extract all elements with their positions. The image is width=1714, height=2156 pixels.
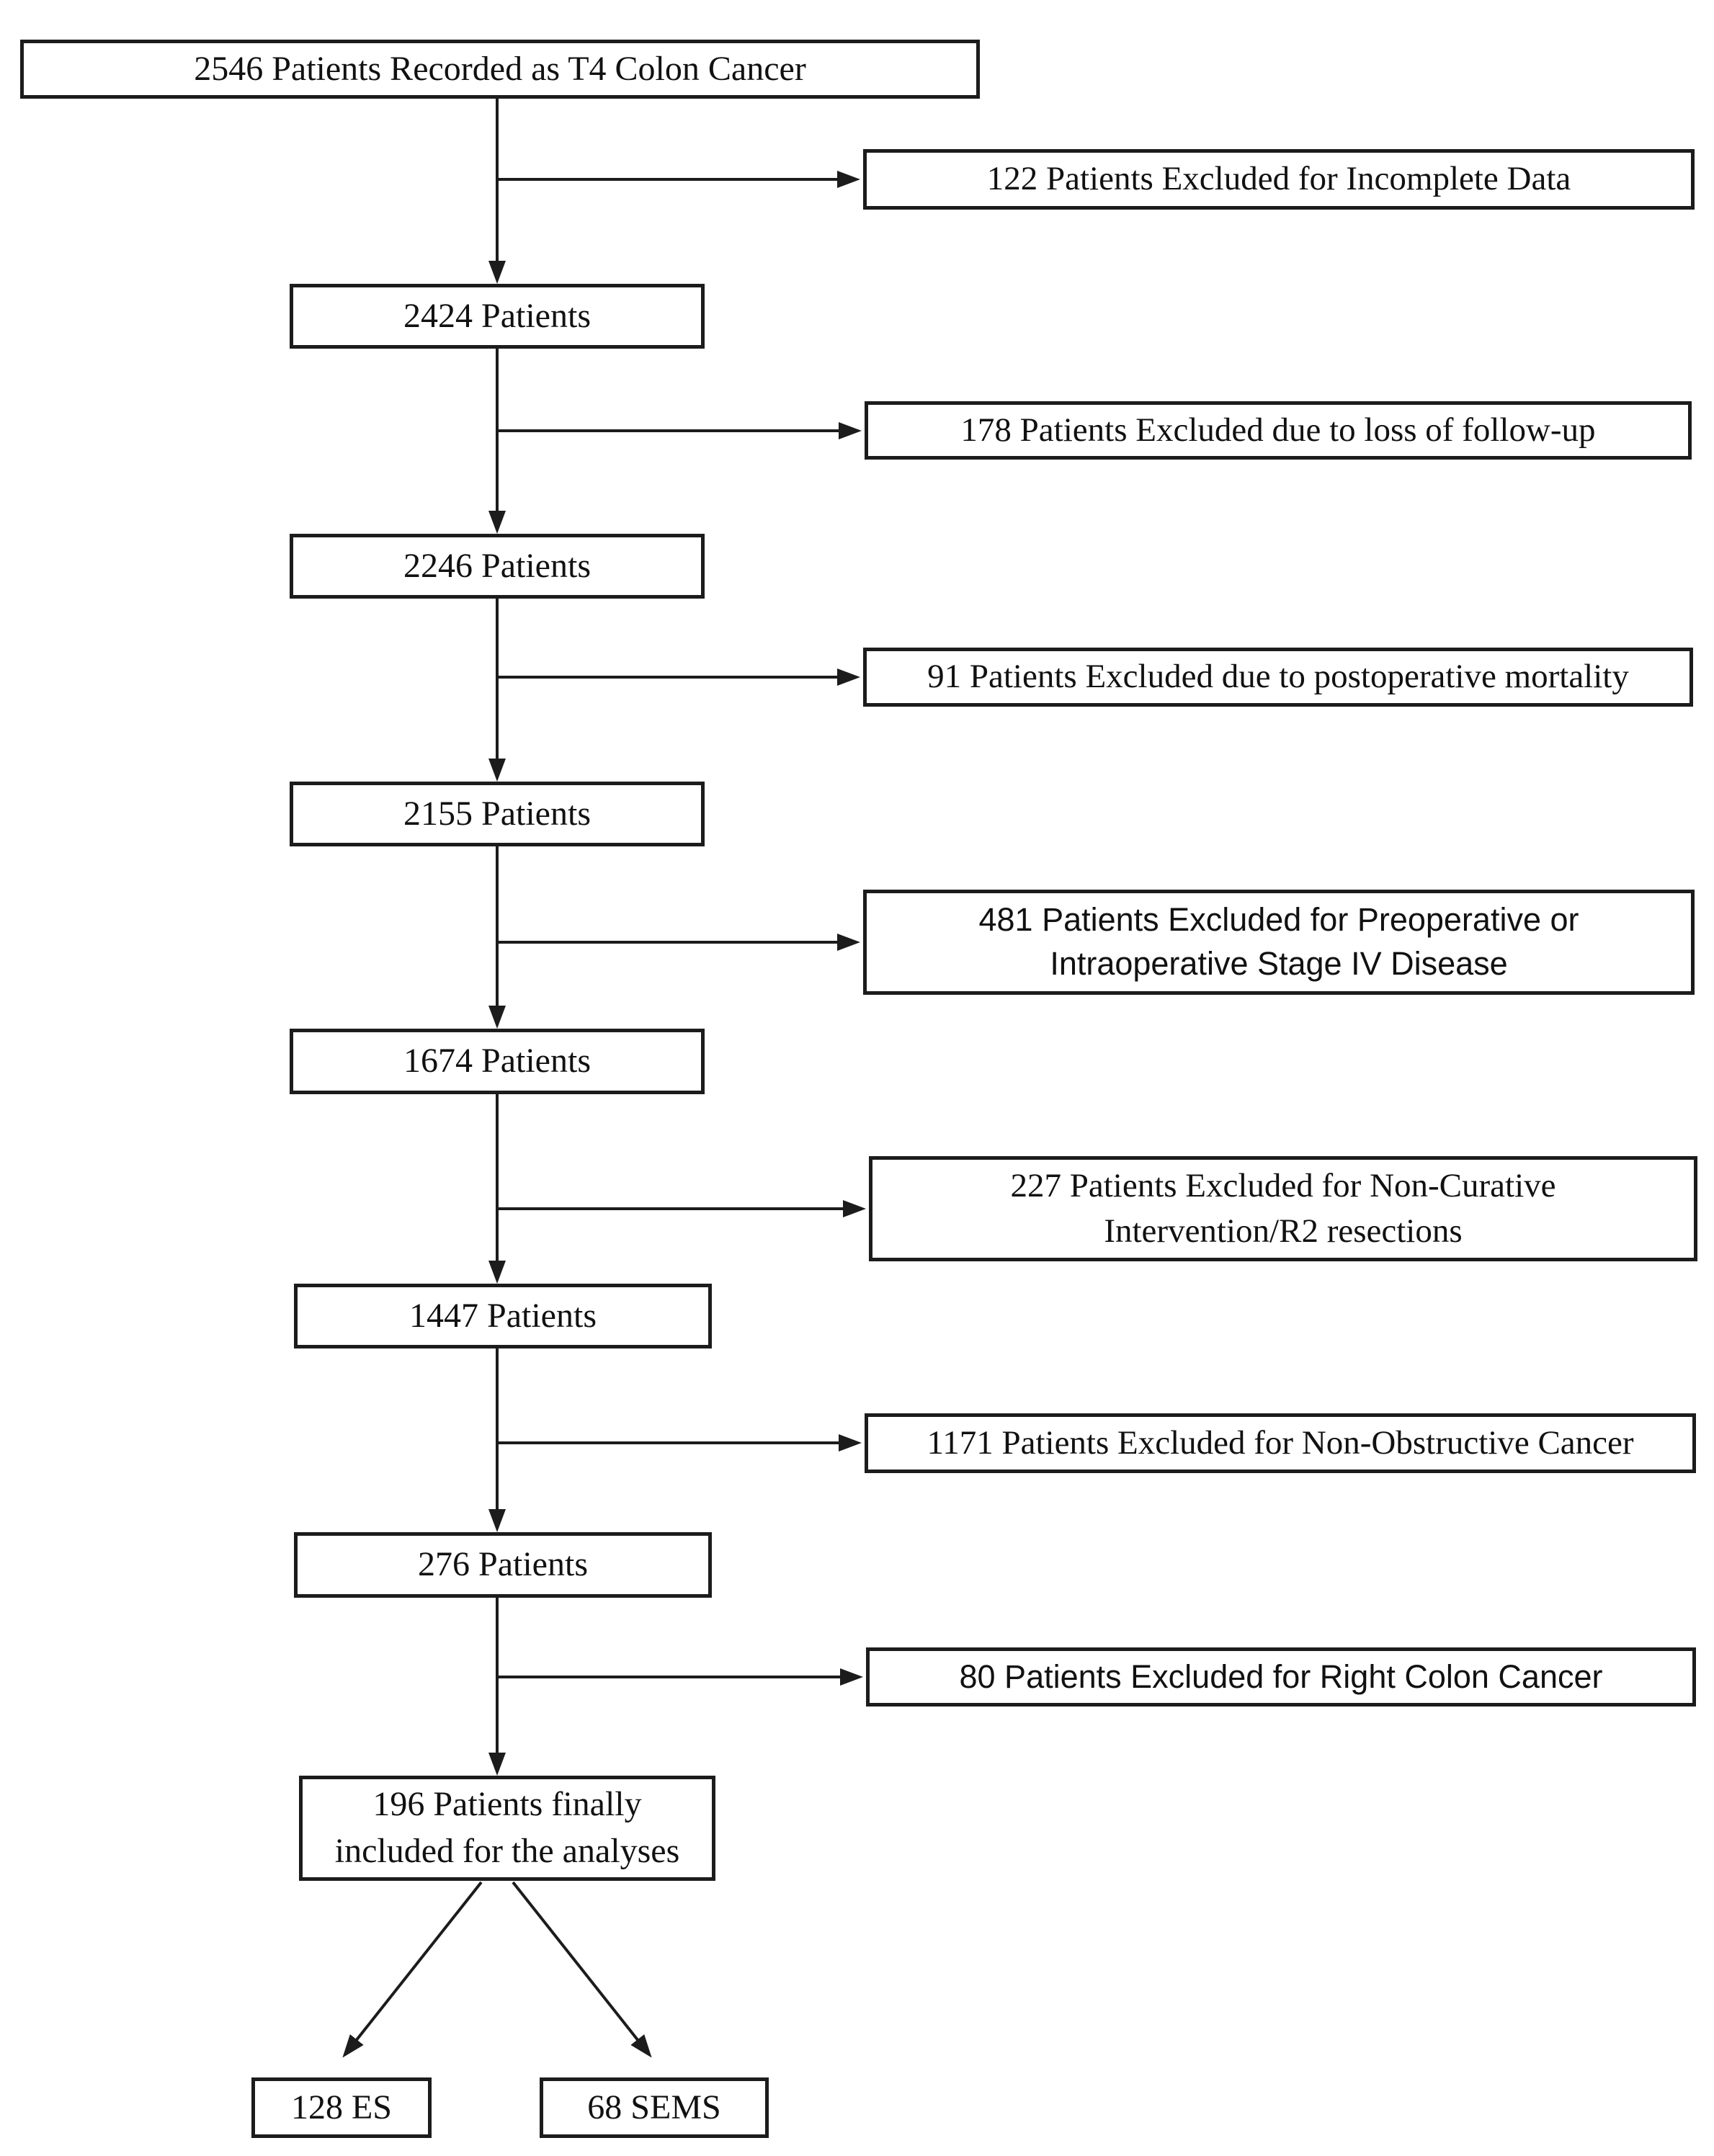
flow-box-label: 276 Patients xyxy=(418,1545,588,1584)
flow-box-2424-patients: 2424 Patients xyxy=(290,284,705,349)
exclusion-box-227-non-curative-r2: 227 Patients Excluded for Non-Curative I… xyxy=(869,1156,1697,1261)
final-box-68-sems: 68 SEMS xyxy=(540,2077,769,2138)
exclusion-label: 227 Patients Excluded for Non-Curative I… xyxy=(1010,1166,1556,1250)
flow-box-label: 196 Patients finally included for the an… xyxy=(334,1785,680,1870)
exclusion-box-91-postoperative-mortality: 91 Patients Excluded due to postoperativ… xyxy=(863,648,1693,707)
arrow-196-to-128-es xyxy=(342,1881,483,2058)
final-group-label: 128 ES xyxy=(290,2088,392,2126)
flow-box-276-patients: 276 Patients xyxy=(294,1532,712,1598)
flow-box-label: 1674 Patients xyxy=(403,1042,591,1081)
flow-box-label: 2155 Patients xyxy=(403,794,591,833)
flow-box-2546-patients: 2546 Patients Recorded as T4 Colon Cance… xyxy=(20,40,980,99)
exclusion-label: 481 Patients Excluded for Preoperative o… xyxy=(978,901,1579,982)
exclusion-label: 91 Patients Excluded due to postoperativ… xyxy=(927,658,1629,696)
flow-box-196-patients-final: 196 Patients finally included for the an… xyxy=(299,1776,715,1881)
exclusion-box-122-incomplete-data: 122 Patients Excluded for Incomplete Dat… xyxy=(863,149,1695,210)
flow-box-label: 2424 Patients xyxy=(403,296,591,335)
exclusion-box-80-right-colon: 80 Patients Excluded for Right Colon Can… xyxy=(866,1647,1696,1707)
exclusion-label: 178 Patients Excluded due to loss of fol… xyxy=(960,411,1596,449)
flow-box-2155-patients: 2155 Patients xyxy=(290,782,705,846)
exclusion-label: 1171 Patients Excluded for Non-Obstructi… xyxy=(927,1423,1634,1462)
flow-box-1674-patients: 1674 Patients xyxy=(290,1029,705,1094)
flow-box-2246-patients: 2246 Patients xyxy=(290,534,705,599)
exclusion-label: 80 Patients Excluded for Right Colon Can… xyxy=(959,1658,1603,1695)
final-group-label: 68 SEMS xyxy=(587,2088,721,2126)
exclusion-box-178-loss-follow-up: 178 Patients Excluded due to loss of fol… xyxy=(865,401,1692,460)
exclusion-box-481-stage-iv-disease: 481 Patients Excluded for Preoperative o… xyxy=(863,890,1695,995)
arrow-196-to-68-sems xyxy=(512,1881,652,2058)
final-box-128-es: 128 ES xyxy=(251,2077,432,2138)
flow-box-label: 1447 Patients xyxy=(409,1296,597,1335)
flow-box-1447-patients: 1447 Patients xyxy=(294,1284,712,1348)
exclusion-box-1171-non-obstructive: 1171 Patients Excluded for Non-Obstructi… xyxy=(865,1413,1696,1473)
flow-box-label: 2246 Patients xyxy=(403,546,591,585)
exclusion-label: 122 Patients Excluded for Incomplete Dat… xyxy=(986,160,1571,198)
flow-box-label: 2546 Patients Recorded as T4 Colon Cance… xyxy=(194,49,806,88)
